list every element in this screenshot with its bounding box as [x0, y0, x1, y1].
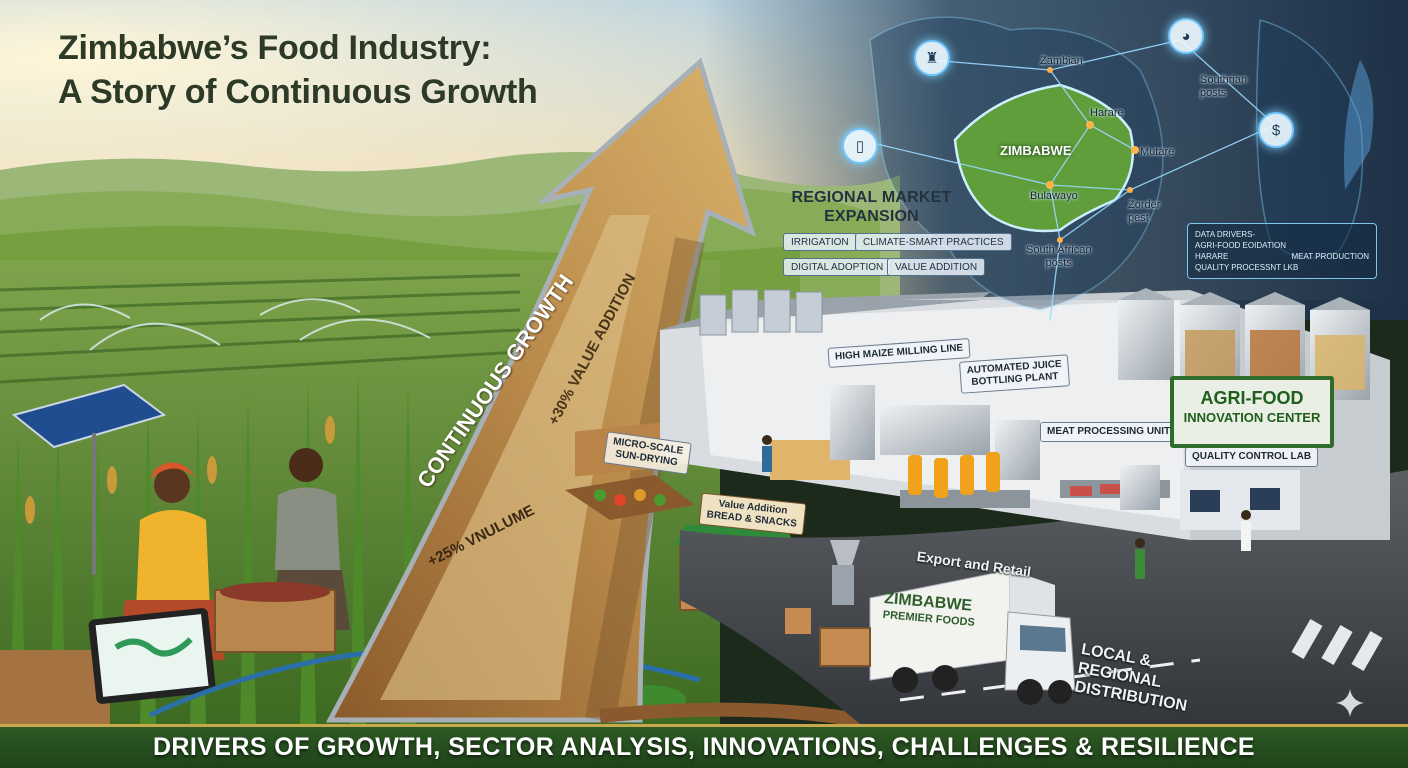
map-label-harare: Harare [1090, 107, 1124, 119]
data-drivers-harare: HARARE [1195, 252, 1229, 261]
chip-climate-smart: CLIMATE-SMART PRACTICES [855, 233, 1012, 251]
agri-food-innovation-sign: AGRI-FOOD INNOVATION CENTER [1170, 376, 1334, 448]
map-label-zambian: Zambian [1040, 55, 1083, 67]
regional-title-line-1: REGIONAL MARKET [791, 189, 952, 206]
grain-sack-icon: ♜ [914, 40, 950, 76]
main-title: Zimbabwe’s Food Industry: A Story of Con… [58, 26, 538, 114]
map-label-southern-posts: Southrian posts [1200, 74, 1248, 99]
agri-sign-line-1: AGRI-FOOD [1200, 388, 1304, 408]
map-label-bulawayo: Bulawayo [1030, 190, 1078, 202]
money-icon: $ [1258, 112, 1294, 148]
chip-value-addition: VALUE ADDITION [887, 258, 986, 276]
data-drivers-line-2: AGRI-FOOD EOIDATION [1195, 241, 1286, 250]
map-label-south-african-posts: South African posts [1026, 244, 1092, 269]
map-label-zimbabwe: ZIMBABWE [1000, 143, 1072, 158]
data-drivers-line-4: QUALITY PROCESSNT LKB [1195, 263, 1299, 272]
sparkle-icon [1336, 689, 1364, 717]
plate-cutlery-icon: ◕ [1168, 18, 1204, 54]
bottom-banner: DRIVERS OF GROWTH, SECTOR ANALYSIS, INNO… [0, 724, 1408, 768]
regional-title-line-2: EXPANSION [824, 208, 919, 225]
title-line-2: A Story of Continuous Growth [58, 73, 538, 111]
data-drivers-meat: MEAT PRODUCTION [1291, 252, 1369, 261]
regional-market-title: REGIONAL MARKET EXPANSION [784, 188, 959, 226]
agri-sign-line-2: INNOVATION CENTER [1183, 410, 1321, 425]
data-drivers-panel: DATA DRIVERS- AGRI-FOOD EOIDATION HARARE… [1187, 223, 1377, 279]
title-line-1: Zimbabwe’s Food Industry: [58, 29, 492, 67]
bottom-banner-text: DRIVERS OF GROWTH, SECTOR ANALYSIS, INNO… [152, 733, 1256, 761]
data-drivers-row: HARARE MEAT PRODUCTION [1195, 251, 1369, 262]
sign-quality-control: QUALITY CONTROL LAB [1185, 447, 1319, 467]
chip-digital-adoption: DIGITAL ADOPTION [783, 258, 892, 276]
chip-irrigation: IRRIGATION [783, 233, 857, 251]
sign-meat-processing: MEAT PROCESSING UNIT [1040, 422, 1178, 442]
bottle-icon: ▯ [842, 128, 878, 164]
data-drivers-line-1: DATA DRIVERS- [1195, 230, 1256, 239]
map-label-mutare: Mutare [1140, 146, 1175, 158]
map-label-zorder-pest: Zorder pest [1128, 199, 1161, 224]
